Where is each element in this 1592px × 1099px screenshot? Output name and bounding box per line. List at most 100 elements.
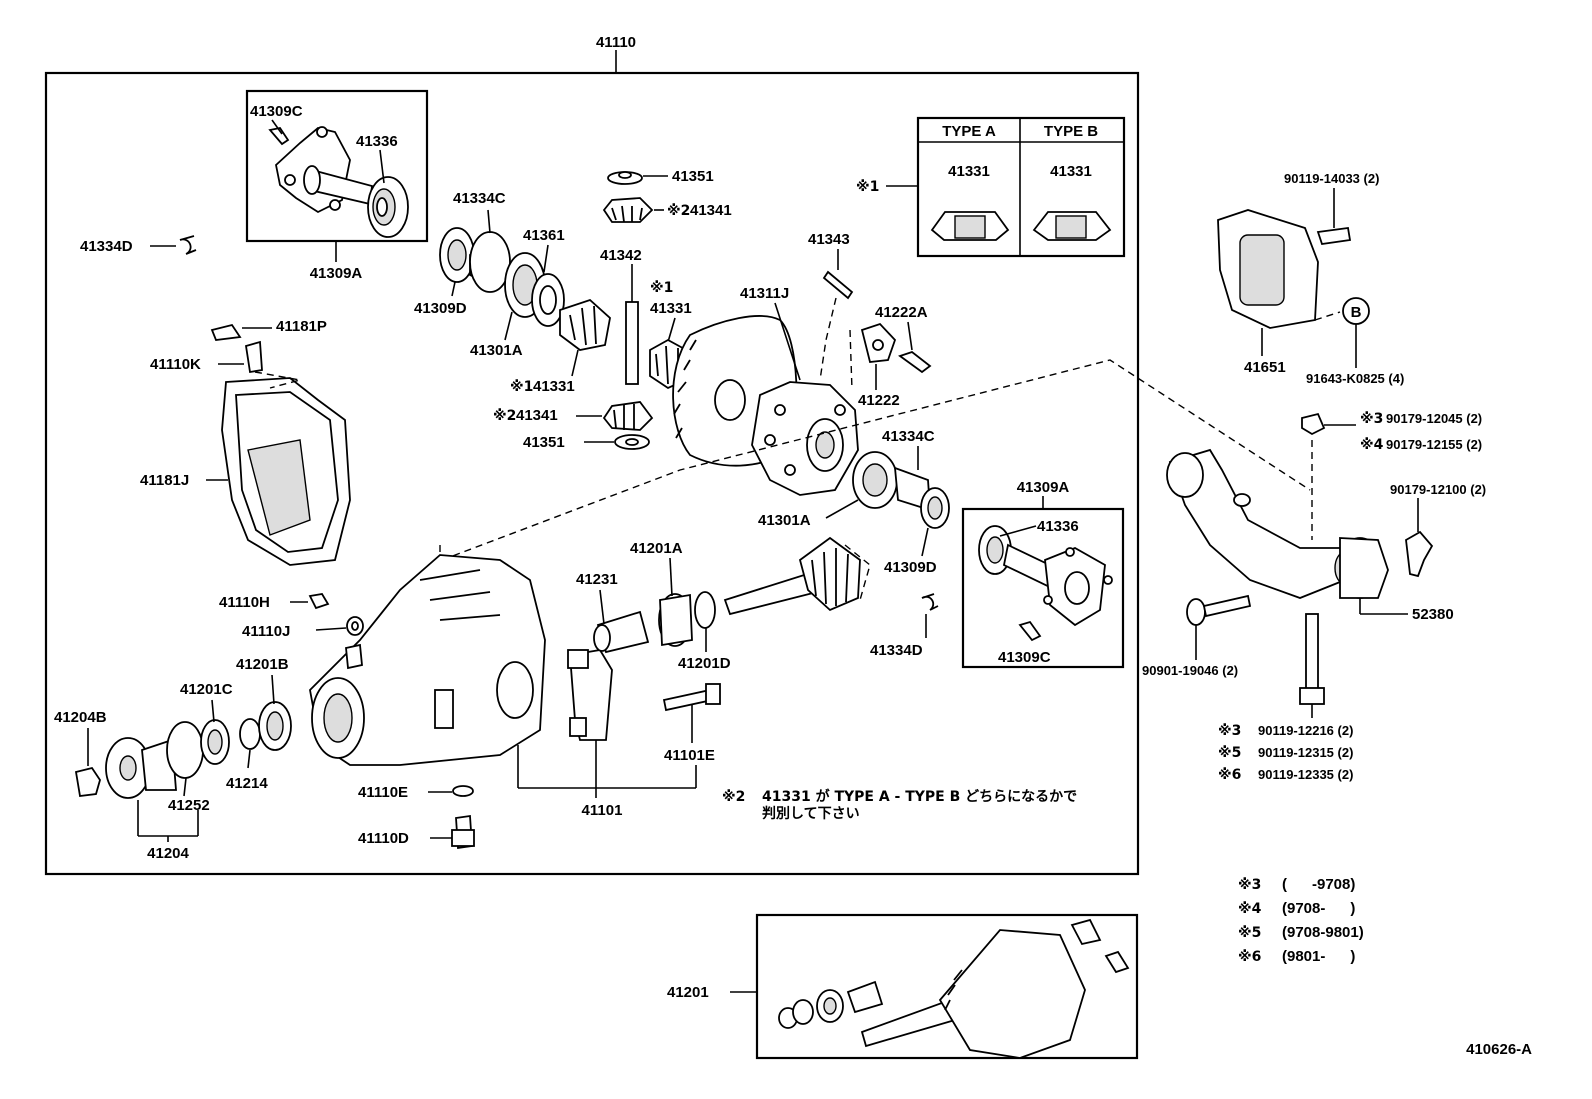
label-90179-12100[interactable]: 90179-12100 (2) xyxy=(1390,482,1486,497)
label-41309C-right[interactable]: 41309C xyxy=(998,649,1051,666)
label-41342[interactable]: 41342 xyxy=(600,247,642,264)
label-90119-12335[interactable]: 90119-12335 (2) xyxy=(1258,767,1353,782)
legend-mark-4: ※4 xyxy=(1238,901,1262,917)
label-41334C-top[interactable]: 41334C xyxy=(453,190,506,207)
label-41331-mid[interactable]: 41331 xyxy=(650,300,692,317)
label-90901-19046[interactable]: 90901-19046 (2) xyxy=(1142,663,1238,678)
label-41201C[interactable]: 41201C xyxy=(180,681,233,698)
inset-41309A-right: 41309A 41336 41309C xyxy=(961,479,1125,669)
label-41201A[interactable]: 41201A xyxy=(630,540,683,557)
label-41181J[interactable]: 41181J xyxy=(140,472,189,489)
label-41204[interactable]: 41204 xyxy=(147,845,189,862)
legend-range-3: ( -9708) xyxy=(1282,876,1355,893)
drive-pinion-41201: 41231 41201A 41201D xyxy=(576,536,871,672)
pinion-washer-top: 41351 ※2 41341 41342 ※1 41331 ※2 41341 4… xyxy=(493,168,732,451)
label-41651[interactable]: 41651 xyxy=(1244,359,1286,376)
label-41222A[interactable]: 41222A xyxy=(875,304,928,321)
label-41341-top[interactable]: 41341 xyxy=(690,202,732,219)
label-41331-low[interactable]: 41331 xyxy=(533,378,575,395)
label-41309C-top[interactable]: 41309C xyxy=(250,103,303,120)
label-41351-low[interactable]: 41351 xyxy=(523,434,565,451)
label-41204B[interactable]: 41204B xyxy=(54,709,107,726)
plugs-41110: 41110H 41110J 41110E 41110D xyxy=(219,593,475,850)
label-41101E[interactable]: 41101E xyxy=(664,747,715,764)
label-41336-right[interactable]: 41336 xyxy=(1037,518,1079,535)
legend-mark-6: ※6 xyxy=(1238,949,1261,965)
label-41252[interactable]: 41252 xyxy=(168,797,210,814)
breather-41110K xyxy=(244,340,263,374)
label-41201B[interactable]: 41201B xyxy=(236,656,289,673)
label-41343[interactable]: 41343 xyxy=(808,231,850,248)
mark-2-41341-low: ※2 xyxy=(493,408,516,424)
type-b-part[interactable]: 41331 xyxy=(1050,163,1092,180)
label-90179-12045[interactable]: 90179-12045 (2) xyxy=(1386,411,1482,426)
pin-41343 xyxy=(822,270,854,300)
label-41336-top[interactable]: 41336 xyxy=(356,133,398,150)
diagram-code: 410626-A xyxy=(1466,1041,1532,1058)
mark-5-bolt: ※5 xyxy=(1218,745,1241,761)
label-41214[interactable]: 41214 xyxy=(226,775,268,792)
label-41309A-top[interactable]: 41309A xyxy=(310,265,363,282)
label-41222[interactable]: 41222 xyxy=(858,392,900,409)
part-41334D-left: 41334D xyxy=(80,235,197,255)
label-41301A-right[interactable]: 41301A xyxy=(758,512,811,529)
label-41301A-top[interactable]: 41301A xyxy=(470,342,523,359)
label-91643-K0825[interactable]: 91643-K0825 (4) xyxy=(1306,371,1404,386)
legend-mark-3: ※3 xyxy=(1238,877,1261,893)
label-52380[interactable]: 52380 xyxy=(1412,606,1454,623)
label-41351-top[interactable]: 41351 xyxy=(672,168,714,185)
gasket-41110E xyxy=(452,785,474,797)
label-41110[interactable]: 41110 xyxy=(596,34,636,51)
legend-mark-5: ※5 xyxy=(1238,925,1261,941)
cover-41181J: 41110K 41181P 41181J xyxy=(140,318,351,566)
label-41334D-right[interactable]: 41334D xyxy=(870,642,923,659)
label-41334C-right[interactable]: 41334C xyxy=(882,428,935,445)
mark-2-41341-top: ※2 xyxy=(667,203,690,219)
label-41110D[interactable]: 41110D xyxy=(358,830,409,847)
mark-3-nut: ※3 xyxy=(1360,411,1383,427)
differential-case: 41311J 41343 xyxy=(672,231,859,496)
circle-b-letter: B xyxy=(1351,304,1362,321)
main-assembly-frame: 41110 xyxy=(44,34,1140,876)
mark-1-type: ※1 xyxy=(856,179,879,195)
nut-41204B xyxy=(74,766,101,798)
label-41309D-right[interactable]: 41309D xyxy=(884,559,937,576)
type-a-header: TYPE A xyxy=(942,123,996,140)
type-a-part[interactable]: 41331 xyxy=(948,163,990,180)
label-41110H[interactable]: 41110H xyxy=(219,594,270,611)
pinion-41341-top xyxy=(602,197,654,223)
label-41110J[interactable]: 41110J xyxy=(242,623,290,640)
label-41231[interactable]: 41231 xyxy=(576,571,618,588)
label-41309A-right[interactable]: 41309A xyxy=(1017,479,1070,496)
label-90179-12155[interactable]: 90179-12155 (2) xyxy=(1386,437,1482,452)
label-41201D[interactable]: 41201D xyxy=(678,655,731,672)
mark-1-41331-mid: ※1 xyxy=(650,280,673,296)
label-41341-low[interactable]: 41341 xyxy=(516,407,558,424)
label-41201[interactable]: 41201 xyxy=(667,984,709,1001)
note-line-2: 判別して下さい xyxy=(762,805,860,822)
legend-range-5: (9708-9801) xyxy=(1282,924,1364,941)
label-90119-14033[interactable]: 90119-14033 (2) xyxy=(1284,171,1379,186)
label-41110K[interactable]: 41110K xyxy=(150,356,201,373)
bearing-cluster-right: 41334C 41301A 41309D 41334D xyxy=(758,428,950,659)
inset-41309A-top: 41309C 41336 41309A xyxy=(245,89,429,282)
label-41181P[interactable]: 41181P xyxy=(276,318,327,335)
label-41309D-top[interactable]: 41309D xyxy=(414,300,467,317)
label-90119-12315[interactable]: 90119-12315 (2) xyxy=(1258,745,1353,760)
companion-flange-41204: 41204B 41201C 41201B 41214 41252 41204 xyxy=(54,656,292,862)
label-41334D-left[interactable]: 41334D xyxy=(80,238,133,255)
lock-plate-41222: 41222A 41222 xyxy=(858,304,932,409)
legend-range-4: (9708- ) xyxy=(1282,900,1355,917)
mark-3-bolt: ※3 xyxy=(1218,723,1241,739)
carrier-housing-41101: 41101 41101E xyxy=(309,554,721,819)
label-41101[interactable]: 41101 xyxy=(582,802,623,819)
label-41110E[interactable]: 41110E xyxy=(358,784,408,801)
label-90119-12216[interactable]: 90119-12216 (2) xyxy=(1258,723,1353,738)
note-line-1: 41331 が TYPE A - TYPE B どちらになるかで xyxy=(762,788,1077,805)
date-range-legend: ※3 ( -9708) ※4 (9708- ) ※5 (9708-9801) ※… xyxy=(1238,876,1364,965)
label-41311J[interactable]: 41311J xyxy=(740,285,789,302)
bearing-cluster-upper: 41334C 41361 41309D 41301A ※1 41331 xyxy=(414,190,611,395)
label-41361[interactable]: 41361 xyxy=(523,227,565,244)
mark-1-41331: ※1 xyxy=(510,379,533,395)
